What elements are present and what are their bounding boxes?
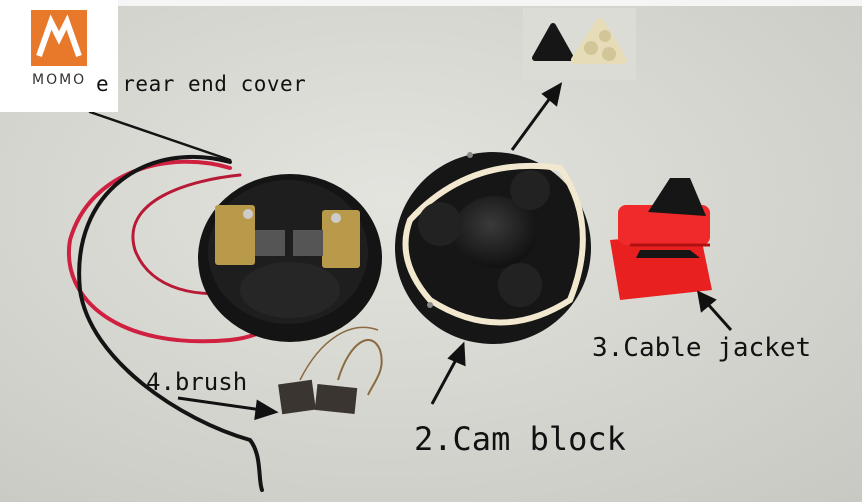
- label-cable-jacket: 3.Cable jacket: [592, 333, 812, 363]
- momo-logo-icon: [31, 10, 87, 66]
- carbon-brushes: [278, 326, 383, 415]
- cam-block: [395, 152, 591, 344]
- callout-arrows: [177, 82, 733, 421]
- gasket-inset-photo: [523, 8, 636, 80]
- brand-logo: MOMO: [0, 0, 118, 112]
- label-rear-end-cover: e rear end cover: [96, 72, 307, 96]
- label-brush: 4.brush: [146, 368, 248, 396]
- label-cam-block: 2.Cam block: [414, 420, 626, 458]
- rear-end-cover: [198, 174, 382, 342]
- brand-name: MOMO: [32, 72, 87, 88]
- cable-jacket: [610, 178, 712, 300]
